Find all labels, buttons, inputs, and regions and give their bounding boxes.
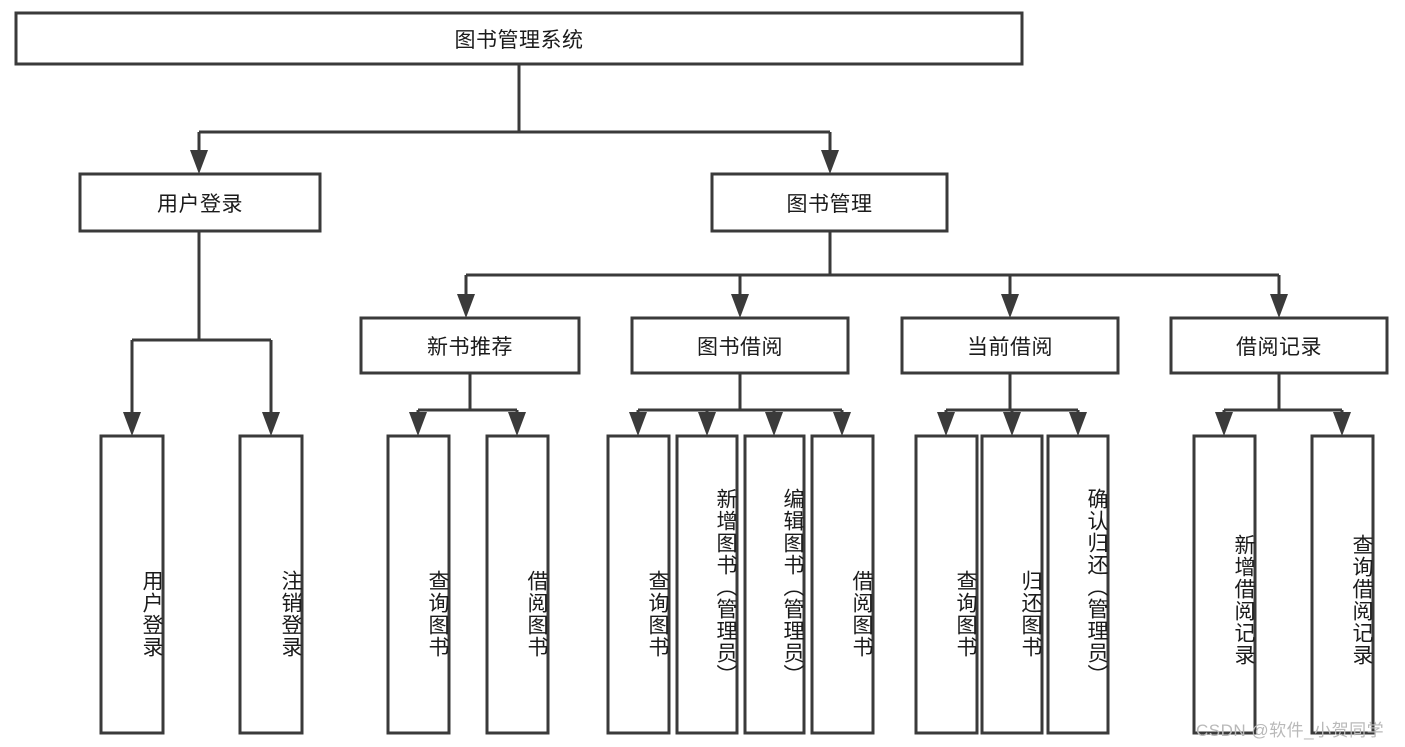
- arrow-head-book-borrow: [731, 294, 749, 318]
- arrow-head-leaf-add-borrow-record: [1215, 412, 1233, 436]
- arrow-head-leaf-query-book-rec: [409, 412, 427, 436]
- node-box-leaf-confirm-return-admin[interactable]: [1046, 434, 1110, 735]
- arrow-head-leaf-query-borrow-record: [1333, 412, 1351, 436]
- arrow-head-user-login: [190, 150, 208, 174]
- node-box-root[interactable]: [14, 11, 1024, 66]
- node-box-leaf-add-borrow-record[interactable]: [1192, 434, 1257, 735]
- connector-group-book-manage: [457, 231, 1288, 318]
- node-box-new-book-rec[interactable]: [359, 316, 581, 375]
- connector-group-new-book-rec-leaves: [409, 373, 526, 436]
- node-box-current-borrow[interactable]: [900, 316, 1120, 375]
- connector-group-root: [190, 64, 839, 174]
- node-box-leaf-user-login[interactable]: [99, 434, 165, 735]
- node-box-leaf-borrow-book-bor[interactable]: [810, 434, 875, 735]
- node-box-leaf-return-book[interactable]: [980, 434, 1044, 735]
- arrow-head-leaf-user-login: [123, 412, 141, 436]
- arrow-head-leaf-query-book-cur: [937, 412, 955, 436]
- node-box-borrow-record[interactable]: [1169, 316, 1389, 375]
- node-box-leaf-query-book-cur[interactable]: [914, 434, 979, 735]
- node-box-book-manage[interactable]: [710, 172, 949, 233]
- connector-group-user-login-leaves: [123, 231, 280, 436]
- arrow-head-borrow-record: [1270, 294, 1288, 318]
- arrow-head-new-book-rec: [457, 294, 475, 318]
- node-box-user-login[interactable]: [78, 172, 322, 233]
- node-box-leaf-query-borrow-record[interactable]: [1310, 434, 1375, 735]
- node-box-leaf-user-logout[interactable]: [238, 434, 304, 735]
- node-box-leaf-add-book-admin[interactable]: [675, 434, 739, 735]
- node-box-leaf-borrow-book-rec[interactable]: [485, 434, 550, 735]
- arrow-head-leaf-return-book: [1003, 412, 1021, 436]
- arrow-head-leaf-add-book-admin: [698, 412, 716, 436]
- node-box-leaf-edit-book-admin[interactable]: [743, 434, 806, 735]
- arrow-head-leaf-user-logout: [262, 412, 280, 436]
- arrow-head-leaf-query-book-bor: [629, 412, 647, 436]
- csdn-watermark: CSDN @软件_小贺同学: [1196, 721, 1385, 740]
- arrow-head-book-manage: [821, 150, 839, 174]
- arrow-head-leaf-borrow-book-bor: [833, 412, 851, 436]
- arrow-head-current-borrow: [1001, 294, 1019, 318]
- node-box-leaf-query-book-rec[interactable]: [386, 434, 451, 735]
- node-box-leaf-query-book-bor[interactable]: [606, 434, 671, 735]
- arrow-head-leaf-edit-book-admin: [765, 412, 783, 436]
- node-box-book-borrow[interactable]: [630, 316, 850, 375]
- connector-group-current-borrow-leaves: [937, 373, 1087, 436]
- connector-group-borrow-record-leaves: [1215, 373, 1351, 436]
- arrow-head-leaf-confirm-return-admin: [1069, 412, 1087, 436]
- arrow-head-leaf-borrow-book-rec: [508, 412, 526, 436]
- connector-group-book-borrow-leaves: [629, 373, 851, 436]
